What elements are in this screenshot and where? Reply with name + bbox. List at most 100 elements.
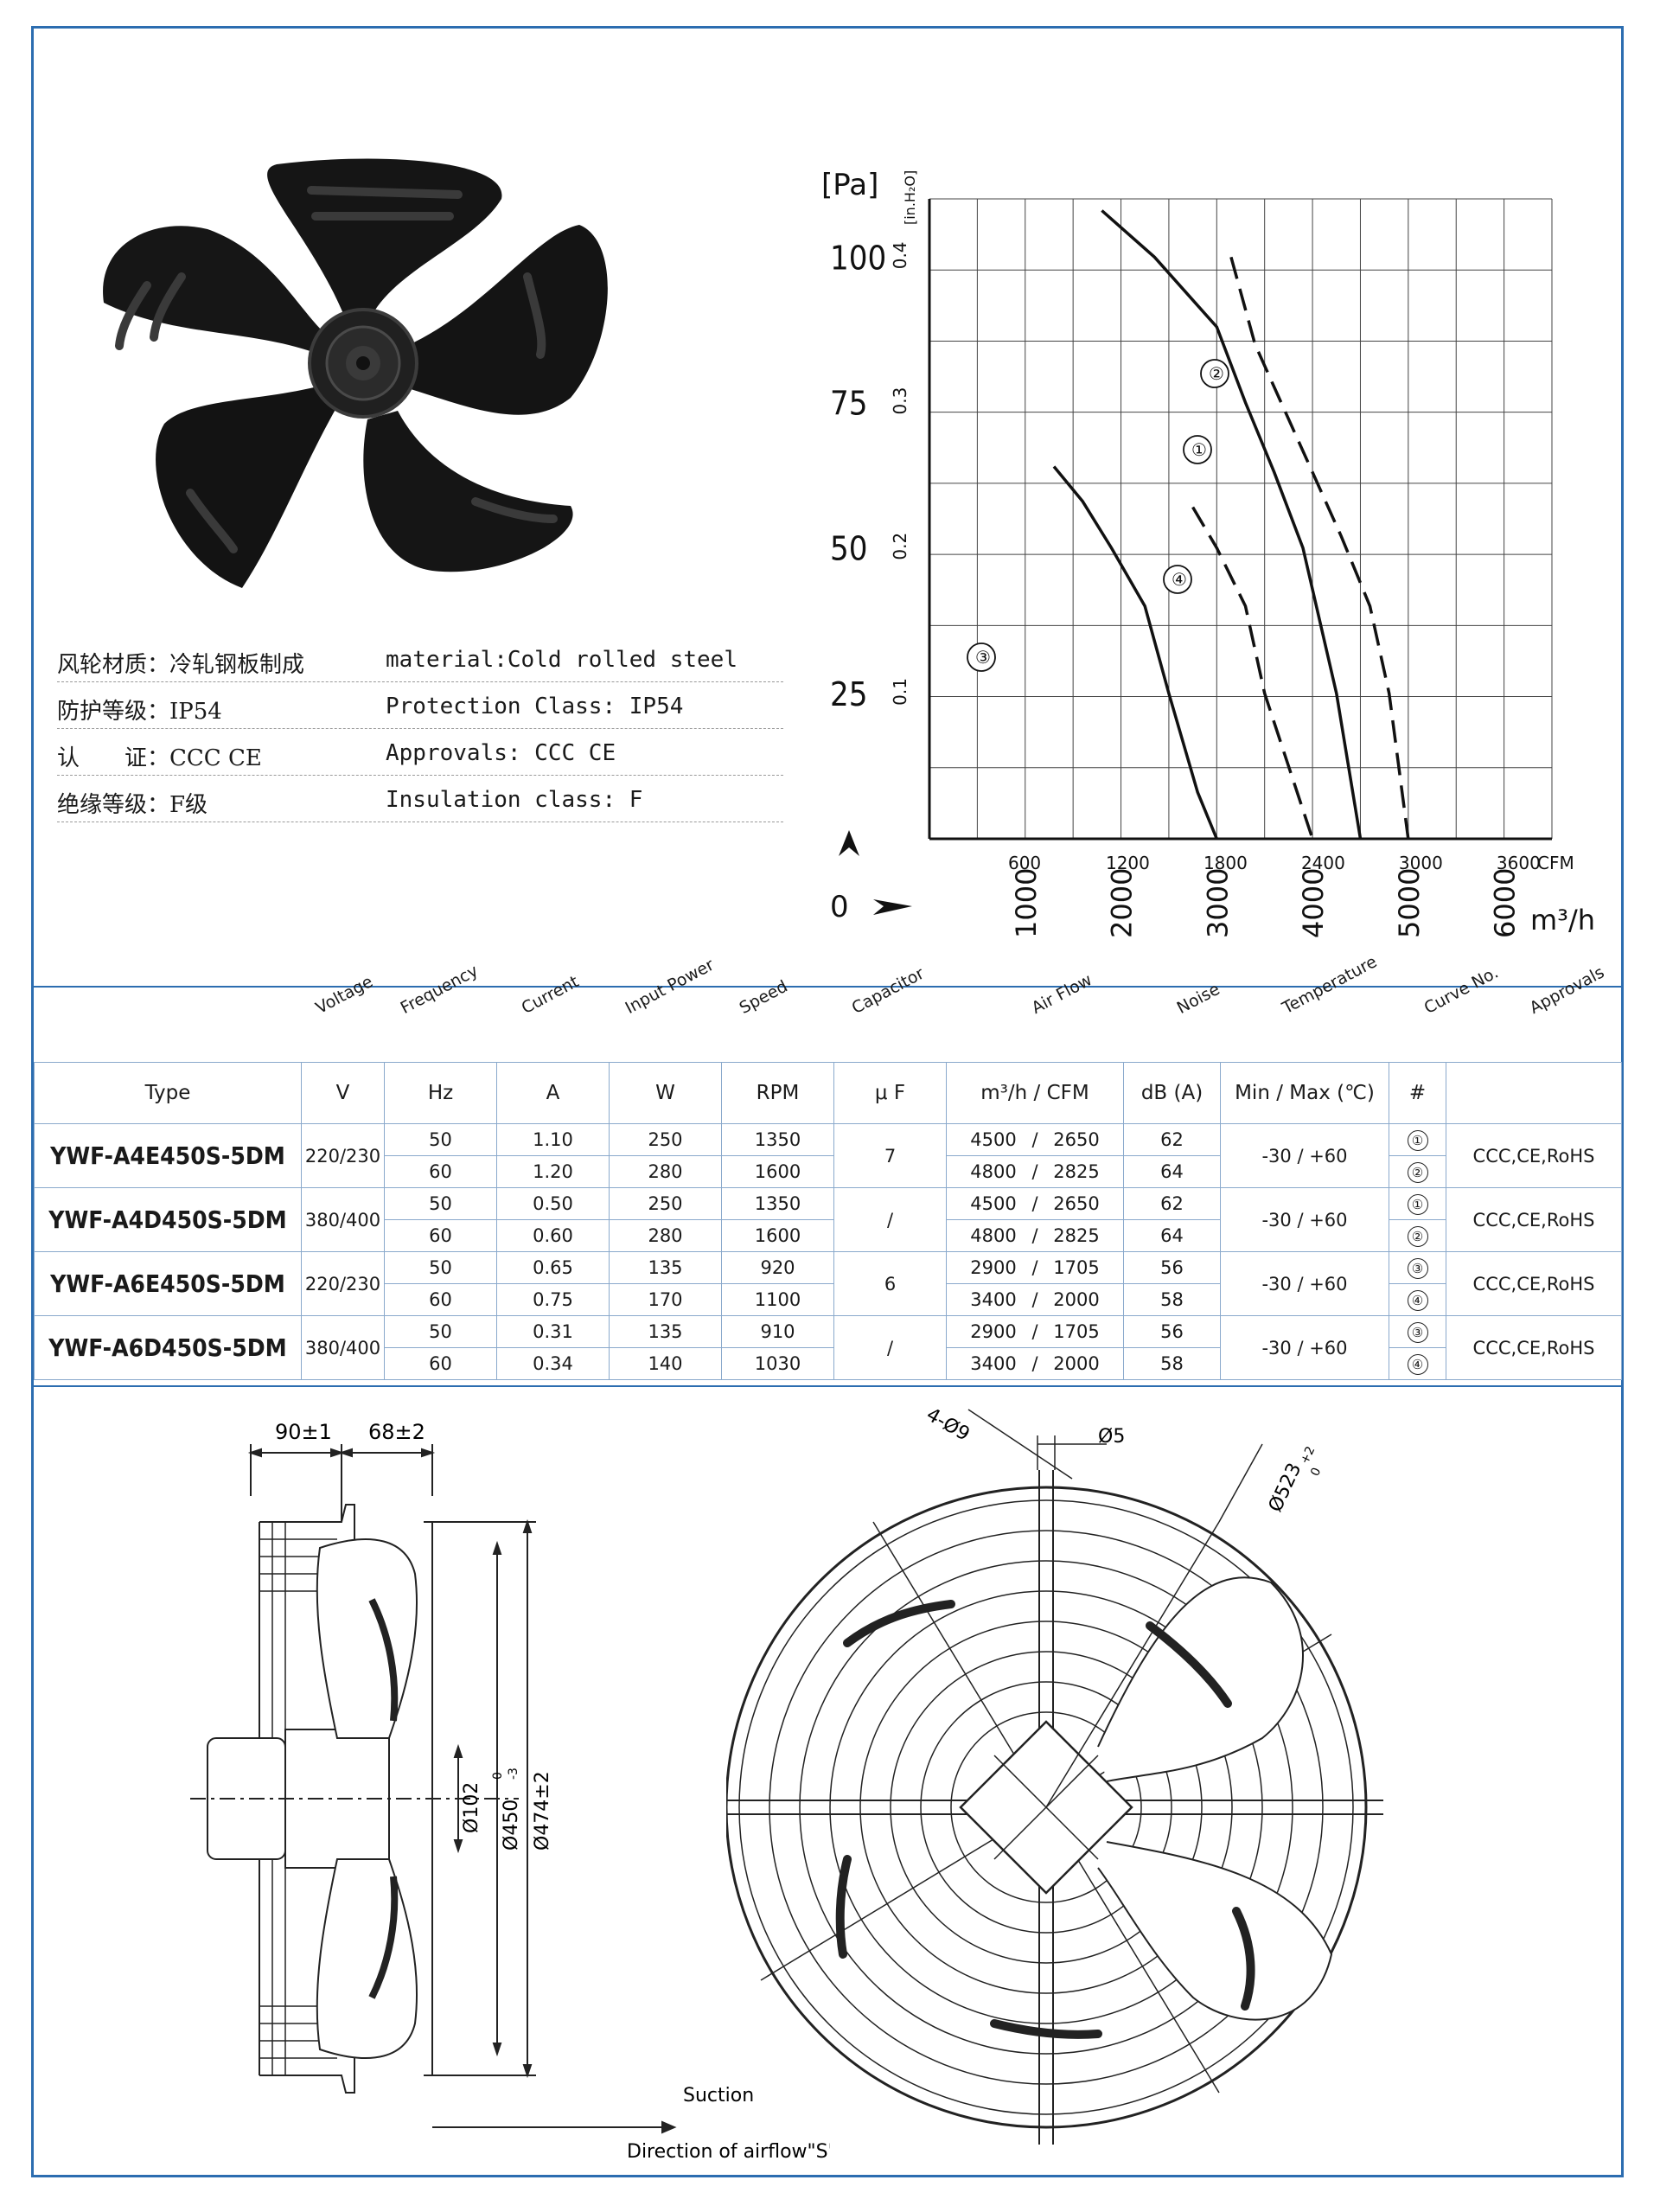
hz-cell: 60: [384, 1283, 497, 1316]
spec-protection-en: Protection Class: IP54: [386, 694, 684, 719]
capacitor-cell: 7: [833, 1123, 947, 1188]
power-cell: 135: [609, 1251, 722, 1284]
series-label-circle: [1163, 565, 1192, 594]
x-tick-label-cfm: 1200: [1106, 853, 1150, 873]
performance-chart: ①②③④2550751000.10.20.30.4[Pa][in.H₂O]600…: [821, 168, 1595, 938]
front-view-drawing: 4-Ø9 Ø5 Ø523 +2 0: [726, 1404, 1383, 2145]
x-arrow-icon: [873, 899, 912, 915]
power-cell: 250: [609, 1123, 722, 1156]
dim-523-tol2: 0: [1308, 1466, 1324, 1479]
suction-label: Suction: [683, 2085, 754, 2107]
airflow-label: Direction of airflow"S": [627, 2141, 830, 2162]
side-view-drawing: 90±1 68±2 Ø102 Ø450 0 -3 Ø474±2 Suction …: [190, 1420, 830, 2162]
curve-cell: ②: [1389, 1219, 1446, 1252]
y-tick-label: 50: [830, 530, 868, 568]
separator-bottom: [34, 1385, 1621, 1387]
dim-102: Ø102: [461, 1782, 482, 1833]
spec-approvals-cn: 认 证：CCC CE: [57, 745, 262, 771]
curve-cell: ④: [1389, 1347, 1446, 1380]
dim-450: Ø450: [501, 1800, 522, 1851]
x-tick-label: 1000: [1010, 868, 1043, 938]
speed-cell: 1350: [721, 1123, 834, 1156]
noise-cell: 64: [1123, 1219, 1221, 1252]
x-axis-label: m³/h: [1530, 904, 1595, 937]
speed-cell: 1350: [721, 1187, 834, 1220]
model-type: YWF-A4D450S-5DM: [34, 1187, 302, 1252]
temperature-cell: -30 / +60: [1220, 1315, 1389, 1380]
unit-cell: [1446, 1062, 1622, 1124]
current-cell: 0.75: [496, 1283, 610, 1316]
speed-cell: 1100: [721, 1283, 834, 1316]
y-tick-label-inh2o: 0.4: [890, 241, 910, 269]
power-cell: 280: [609, 1155, 722, 1188]
unit-cell: V: [301, 1062, 385, 1124]
x-tick-label-cfm: 600: [1008, 853, 1041, 873]
y-tick-label-inh2o: 0.1: [890, 678, 910, 706]
x-tick-label-cfm: 2400: [1301, 853, 1345, 873]
x-tick-label-cfm: 3600: [1497, 853, 1541, 873]
origin-label: 0: [830, 890, 849, 924]
x-tick-label: 2000: [1106, 868, 1139, 938]
approvals-cell: CCC,CE,RoHS: [1446, 1123, 1622, 1188]
capacitor-cell: /: [833, 1187, 947, 1252]
hz-cell: 60: [384, 1219, 497, 1252]
speed-cell: 1600: [721, 1219, 834, 1252]
y-tick-label-inh2o: 0.3: [890, 387, 910, 415]
spec-protection-cn: 防护等级：IP54: [57, 699, 222, 725]
series-line-1: [1101, 209, 1363, 840]
spec-material-cn: 风轮材质：冷轧钢板制成: [57, 652, 305, 678]
curve-cell: ③: [1389, 1251, 1446, 1284]
speed-cell: 1600: [721, 1155, 834, 1188]
chart-curves: [1052, 209, 1410, 840]
curve-cell: ④: [1389, 1283, 1446, 1316]
series-line-3: [1052, 465, 1218, 840]
spec-material: 风轮材质：冷轧钢板制成 material:Cold rolled steel: [57, 640, 783, 682]
dim-523-tol: +2: [1298, 1444, 1318, 1466]
series-label: ①: [1191, 439, 1207, 460]
curve-cell: ③: [1389, 1315, 1446, 1348]
airflow-cell: 4800/2825: [946, 1155, 1124, 1188]
current-cell: 1.20: [496, 1155, 610, 1188]
airflow-cell: 3400/2000: [946, 1347, 1124, 1380]
speed-cell: 910: [721, 1315, 834, 1348]
airflow-cell: 4500/2650: [946, 1187, 1124, 1220]
noise-cell: 58: [1123, 1347, 1221, 1380]
airflow-cell: 4500/2650: [946, 1123, 1124, 1156]
airflow-cell: 3400/2000: [946, 1283, 1124, 1316]
dim-523: Ø523: [1265, 1460, 1306, 1515]
current-cell: 0.50: [496, 1187, 610, 1220]
temperature-cell: -30 / +60: [1220, 1251, 1389, 1316]
y-tick-label: 75: [830, 384, 868, 422]
chart-labels: ①②③④2550751000.10.20.30.4[Pa][in.H₂O]600…: [821, 168, 1595, 938]
series-label-circle: [1200, 359, 1229, 388]
current-cell: 0.60: [496, 1219, 610, 1252]
unit-cell: Min / Max (℃): [1220, 1062, 1389, 1124]
voltage-cell: 380/400: [301, 1315, 385, 1380]
unit-cell: Type: [34, 1062, 302, 1124]
x-tick-label: 3000: [1201, 868, 1234, 938]
x-axis-label-cfm: CFM: [1537, 853, 1574, 873]
unit-cell: RPM: [721, 1062, 834, 1124]
spec-approvals: 认 证：CCC CE Approvals: CCC CE: [57, 733, 783, 776]
hz-cell: 50: [384, 1123, 497, 1156]
current-cell: 0.65: [496, 1251, 610, 1284]
unit-cell: #: [1389, 1062, 1446, 1124]
power-cell: 170: [609, 1283, 722, 1316]
hz-cell: 50: [384, 1187, 497, 1220]
model-type: YWF-A6E450S-5DM: [34, 1251, 302, 1316]
approvals-cell: CCC,CE,RoHS: [1446, 1251, 1622, 1316]
unit-cell: A: [496, 1062, 610, 1124]
curve-cell: ①: [1389, 1187, 1446, 1220]
temperature-cell: -30 / +60: [1220, 1187, 1389, 1252]
spec-material-en: material:Cold rolled steel: [386, 647, 737, 673]
current-cell: 0.31: [496, 1315, 610, 1348]
y-tick-label: 100: [830, 239, 886, 277]
page-frame: [31, 26, 1624, 2177]
series-label-circle: [967, 643, 996, 672]
x-tick-label: 5000: [1393, 868, 1426, 938]
hz-cell: 60: [384, 1155, 497, 1188]
